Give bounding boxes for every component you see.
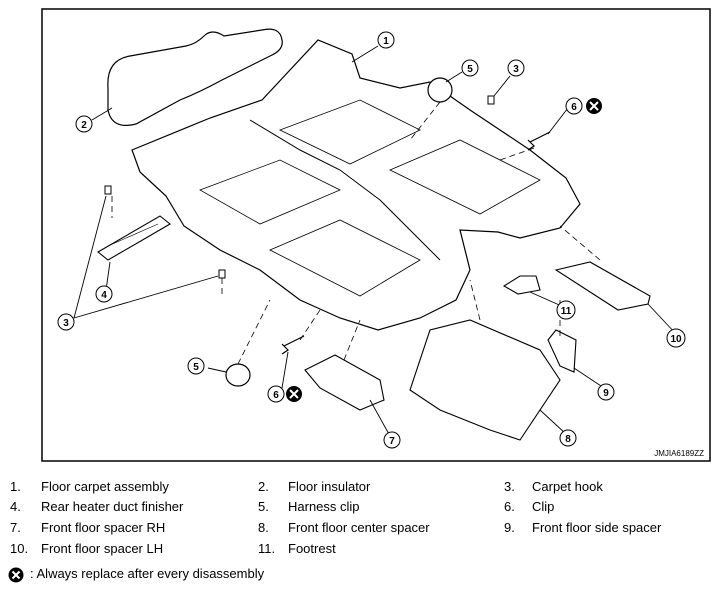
svg-text:2: 2 <box>81 120 87 131</box>
callout-5-upper: 5 <box>461 59 479 77</box>
legend-number: 10. <box>10 541 29 556</box>
callout-11: 11 <box>556 300 576 320</box>
svg-text:3: 3 <box>513 64 519 75</box>
carpet-hook-lower <box>218 269 226 279</box>
carpet-hook-upper <box>104 185 112 195</box>
legend-text: Front floor spacer RH <box>41 520 166 535</box>
svg-text:11: 11 <box>561 306 572 317</box>
legend-number: 2. <box>258 479 269 494</box>
carpet-seat-rail-front <box>278 99 421 165</box>
callouts: 1 2 3 3 4 5 5 6 6 7 8 9 10 11 <box>57 31 686 449</box>
callout-2: 2 <box>75 115 93 133</box>
callout-9: 9 <box>597 383 615 401</box>
replace-x-icon <box>8 567 24 583</box>
replace-note: : Always replace after every disassembly <box>8 565 264 583</box>
legend-text: Footrest <box>288 541 336 556</box>
front-floor-spacer-lh <box>554 261 651 311</box>
callout-1: 1 <box>377 31 395 49</box>
clip-right <box>527 131 551 151</box>
legend-text: Floor insulator <box>288 479 371 494</box>
callout-6-left: 6 <box>267 385 285 403</box>
harness-clip-upper <box>427 77 453 103</box>
harness-clip-lower <box>225 363 251 387</box>
legend-number: 6. <box>504 499 515 514</box>
legend-number: 8. <box>258 520 269 535</box>
callout-8: 8 <box>559 429 577 447</box>
svg-text:3: 3 <box>63 318 69 329</box>
legend-number: 5. <box>258 499 269 514</box>
legend-number: 3. <box>504 479 515 494</box>
legend-number: 9. <box>504 520 515 535</box>
legend-text: Rear heater duct finisher <box>41 499 184 514</box>
legend-text: Front floor spacer LH <box>41 541 164 556</box>
legend-text: Front floor center spacer <box>288 520 430 535</box>
floor-insulator <box>107 28 283 126</box>
floor-carpet-assembly <box>131 39 581 331</box>
svg-text:8: 8 <box>565 434 571 445</box>
carpet-footwell-right <box>389 139 541 215</box>
callout-7: 7 <box>383 431 401 449</box>
legend-number: 7. <box>10 520 21 535</box>
legend-number: 11. <box>258 541 276 556</box>
front-floor-center-spacer <box>409 319 561 441</box>
replace-x-icon <box>286 386 302 402</box>
callout-6-right: 6 <box>565 97 583 115</box>
carpet-footwell-left <box>269 219 421 297</box>
svg-text:5: 5 <box>193 362 199 373</box>
legend-text: Carpet hook <box>532 479 603 494</box>
svg-text:1: 1 <box>383 36 389 47</box>
carpet-hook-right <box>487 95 495 105</box>
callout-5-lower: 5 <box>187 357 205 375</box>
svg-text:5: 5 <box>467 64 473 75</box>
carpet-tunnel-ridge <box>249 119 441 261</box>
svg-text:7: 7 <box>389 436 395 447</box>
svg-text:4: 4 <box>101 290 107 301</box>
duct-finisher-grille <box>107 223 159 247</box>
clip-left <box>281 335 305 355</box>
legend-text: Clip <box>532 499 555 514</box>
exploded-parts-diagram: 1 2 3 3 4 5 5 6 6 7 8 9 10 11 JMJIA6189Z… <box>41 8 711 462</box>
callout-10: 10 <box>666 328 686 348</box>
svg-text:6: 6 <box>273 390 279 401</box>
callout-3-right: 3 <box>507 59 525 77</box>
callout-3-left: 3 <box>57 313 75 331</box>
replace-x-icon <box>586 98 602 114</box>
rear-heater-duct-finisher <box>97 215 171 261</box>
front-floor-spacer-rh <box>304 354 385 411</box>
legend-number: 1. <box>10 479 21 494</box>
replace-note-text: : Always replace after every disassembly <box>30 566 265 581</box>
legend-number: 4. <box>10 499 21 514</box>
leader-lines <box>73 45 677 437</box>
legend-text: Harness clip <box>288 499 360 514</box>
svg-text:6: 6 <box>571 102 577 113</box>
carpet-seat-rail-rear <box>199 159 341 225</box>
front-floor-side-spacer <box>547 329 577 373</box>
reference-code: JMJIA6189ZZ <box>654 449 704 458</box>
callout-4: 4 <box>95 285 113 303</box>
footrest <box>502 275 541 295</box>
diagram-frame <box>41 8 711 462</box>
legend-text: Front floor side spacer <box>532 520 662 535</box>
svg-text:10: 10 <box>670 334 682 345</box>
svg-text:9: 9 <box>603 388 609 399</box>
legend-text: Floor carpet assembly <box>41 479 169 494</box>
